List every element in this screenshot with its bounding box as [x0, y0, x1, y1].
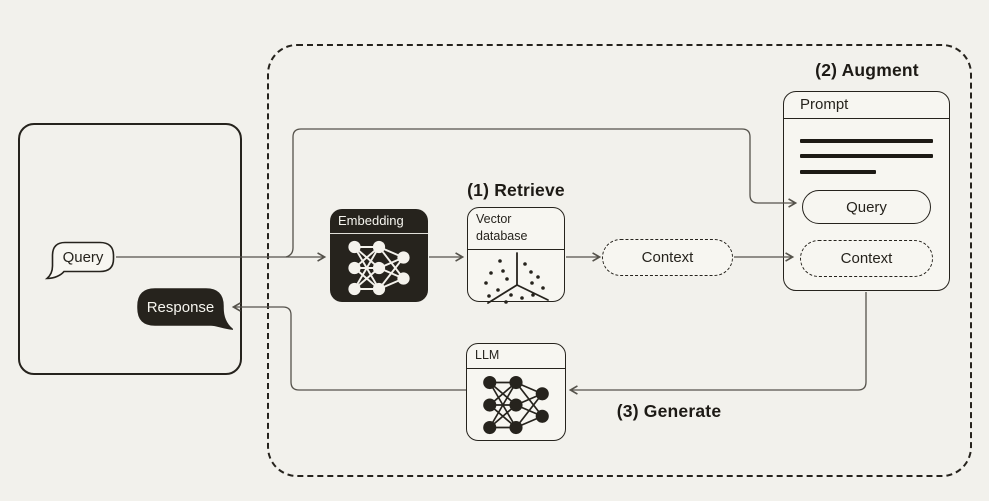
embedding-box: Embedding: [330, 209, 428, 302]
rag-dashed-container: [267, 44, 972, 477]
generate-step-label: (3) Generate: [616, 401, 722, 421]
prompt-context-label: Context: [840, 250, 893, 267]
prompt-query-label: Query: [846, 198, 887, 216]
augment-step-label: (2) Augment: [815, 60, 919, 80]
prompt-title: Prompt: [784, 92, 949, 119]
vector-database-title: Vector database: [468, 208, 564, 250]
prompt-query-field: Query: [802, 190, 931, 224]
speech-bubble-right-icon: [137, 288, 233, 330]
neural-network-icon: [348, 240, 410, 296]
prompt-context-field: Context: [800, 240, 933, 277]
vector-scatter-icon: [484, 252, 549, 304]
llm-title: LLM: [467, 344, 565, 369]
neural-network-icon: [483, 375, 549, 434]
speech-bubble-left-icon: [44, 241, 115, 280]
context-pill: Context: [602, 239, 733, 276]
chat-panel: [18, 123, 242, 375]
prompt-text-line: [800, 139, 933, 143]
response-bubble: Response: [137, 287, 233, 331]
context-pill-label: Context: [641, 249, 694, 266]
query-bubble: Query: [44, 240, 116, 280]
response-bubble-label: Response: [146, 298, 215, 316]
prompt-text-line: [800, 170, 876, 174]
retrieve-step-label: (1) Retrieve: [467, 180, 565, 200]
prompt-box: Prompt Query Context: [783, 91, 950, 291]
vector-database-box: Vector database: [467, 207, 565, 304]
prompt-text-line: [800, 154, 933, 158]
embedding-title: Embedding: [330, 209, 428, 234]
query-bubble-label: Query: [62, 248, 104, 266]
llm-box: LLM: [466, 343, 566, 441]
